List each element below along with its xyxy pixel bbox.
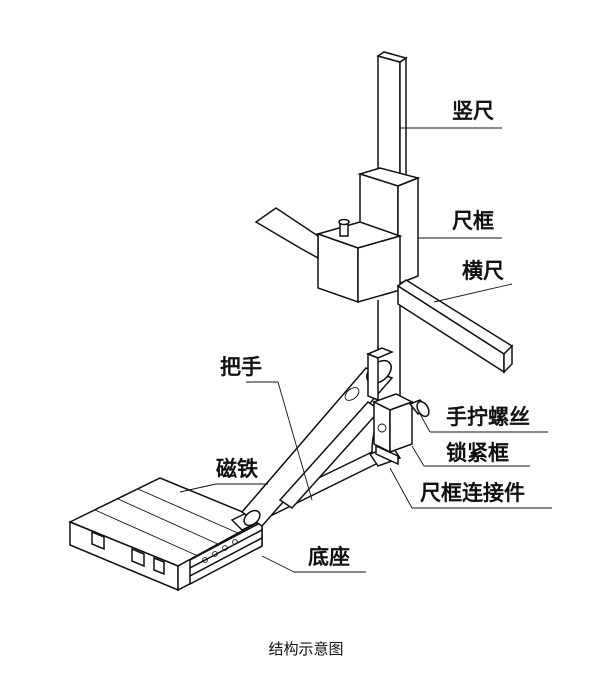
label-vertical-ruler: 竖尺 — [452, 99, 494, 123]
thumb-screw — [408, 399, 430, 418]
label-ruler-frame: 尺框 — [452, 209, 494, 233]
base — [68, 477, 264, 592]
ruler-frame — [315, 167, 421, 304]
locking-frame — [366, 347, 414, 466]
label-frame-connector: 尺框连接件 — [420, 481, 525, 505]
label-horizontal-ruler: 横尺 — [462, 259, 504, 283]
leader-lines — [179, 127, 552, 573]
label-locking-frame: 锁紧框 — [446, 441, 509, 465]
label-thumb-screw: 手拧螺丝 — [446, 405, 530, 429]
horizontal-ruler — [254, 207, 514, 374]
label-magnet: 磁铁 — [216, 457, 258, 481]
label-handle: 把手 — [220, 355, 262, 379]
figure-caption: 结构示意图 — [268, 640, 343, 658]
label-base: 底座 — [308, 545, 350, 569]
